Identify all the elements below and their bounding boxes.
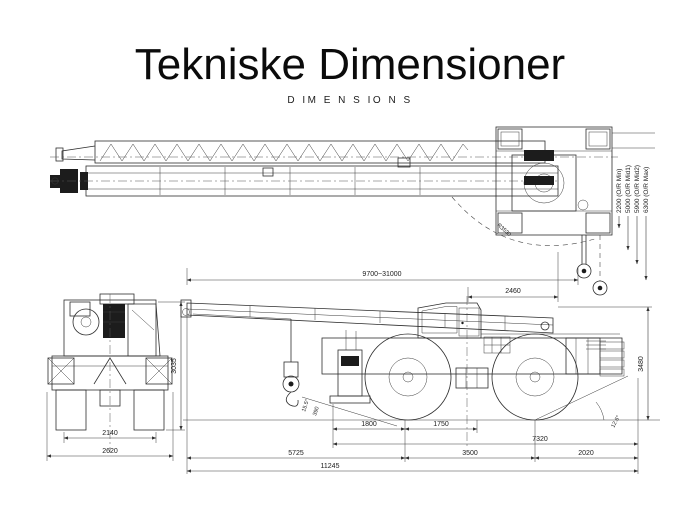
dim-1750-label: 1750 (433, 421, 449, 428)
track-width-label: 2140 (102, 430, 118, 437)
boom-range-label: 9700~31000 (362, 271, 401, 278)
dim-1800-label: 1800 (361, 421, 377, 428)
dim-7320-label: 7320 (532, 436, 548, 443)
approach-angle-label: 15.5° (301, 398, 311, 412)
outrigger-max-label: 6300 (O/R Max) (643, 167, 650, 213)
outrigger-mid1-label: 5000 (O/R Mid1) (625, 165, 632, 213)
departure-angle-label: 12.6° (610, 415, 621, 429)
outrigger-spread-dimensions: 2200 (O/R Min) 5000 (O/R Mid1) 5900 (O/R… (616, 165, 650, 281)
side-view-dimensions: 1800 1750 7320 5725 3500 2020 11245 3480 (186, 306, 652, 474)
rear-view-dimensions: 2140 2620 3035 (46, 301, 185, 461)
dim-3500-label: 3500 (462, 450, 478, 457)
ground-clearance-label: 390 (312, 406, 321, 417)
overall-width-label: 2620 (102, 448, 118, 455)
rear-view-crane (47, 293, 173, 452)
dim-2020-label: 2020 (578, 450, 594, 457)
dimension-boom-range: 9700~31000 (186, 268, 579, 285)
dim-3480-label: 3480 (638, 356, 645, 372)
page-subtitle: D IM E N S IO N S (287, 95, 413, 106)
dimension-front-width: 2460 (467, 252, 559, 302)
dim-5725-label: 5725 (288, 450, 304, 457)
rear-height-label: 3035 (171, 358, 178, 374)
front-width-label: 2460 (505, 288, 521, 295)
outrigger-min-label: 2200 (O/R Min) (616, 169, 623, 213)
outrigger-mid2-label: 5900 (O/R Mid2) (634, 165, 641, 213)
top-view-crane-plan: R3530 (50, 126, 655, 296)
side-view-crane: 15.5° 390 12.6° (180, 296, 660, 448)
dim-11245-label: 11245 (321, 463, 340, 470)
page-title: Tekniske Dimensioner (134, 40, 566, 89)
